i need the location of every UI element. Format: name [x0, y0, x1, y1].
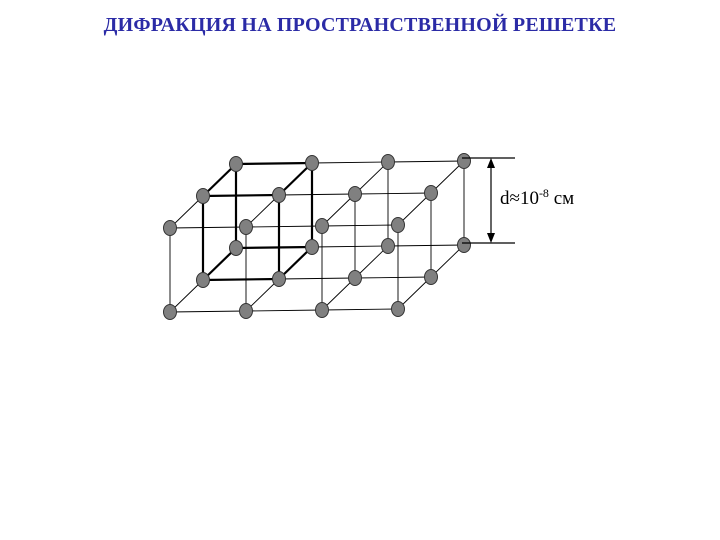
- lattice-bond: [430, 160, 465, 194]
- lattice-bond: [321, 277, 356, 311]
- lattice-bonds: [169, 160, 465, 313]
- lattice-bond: [169, 279, 204, 313]
- lattice-atom: [457, 237, 471, 253]
- unit-cell-bond: [202, 163, 237, 197]
- lattice-spacing-label: d≈10-8 см: [500, 186, 575, 210]
- lattice-bond: [278, 277, 356, 280]
- unit-cell-bond: [235, 245, 313, 250]
- lattice-atom: [381, 154, 395, 170]
- lattice-atom: [391, 301, 405, 317]
- lattice-bond: [245, 278, 280, 312]
- lattice-atom: [381, 238, 395, 254]
- lattice-atom: [239, 303, 253, 319]
- lattice-bond: [245, 225, 323, 228]
- unit-cell-bond: [202, 247, 237, 281]
- lattice-bond: [354, 245, 389, 279]
- lattice-atom: [424, 269, 438, 285]
- lattice-atom: [229, 156, 243, 172]
- lattice-atoms: [163, 153, 471, 320]
- lattice-atom: [348, 270, 362, 286]
- lattice-atom: [163, 220, 177, 236]
- unit-cell-bond: [202, 193, 280, 198]
- lattice-atom: [391, 217, 405, 233]
- lattice-bond: [387, 244, 465, 247]
- lattice-atom: [272, 271, 286, 287]
- lattice-atom: [424, 185, 438, 201]
- highlighted-unit-cell-bonds: [201, 161, 314, 282]
- spacing-exponent: -8: [538, 186, 549, 200]
- lattice-bond: [245, 194, 280, 228]
- approx-sign: ≈: [509, 188, 520, 209]
- lattice-atom: [305, 239, 319, 255]
- lattice-bond: [397, 276, 432, 310]
- lattice-bond: [169, 310, 247, 313]
- lattice-bond: [321, 308, 399, 311]
- lattice-bond: [354, 192, 432, 195]
- lattice-bond: [321, 193, 356, 227]
- spacing-base: 10: [519, 188, 539, 209]
- lattice-bond: [169, 226, 247, 229]
- unit-cell-bond: [235, 161, 313, 166]
- lattice-atom: [196, 272, 210, 288]
- lattice-atom: [457, 153, 471, 169]
- slide-title: ДИФРАКЦИЯ НА ПРОСТРАНСТВЕННОЙ РЕШЕТКЕ: [103, 14, 617, 36]
- lattice-bond: [245, 309, 323, 312]
- lattice-atom: [315, 302, 329, 318]
- lattice-atom: [163, 304, 177, 320]
- spacing-dimension-marker: [462, 157, 515, 244]
- unit-cell-bond: [278, 246, 313, 280]
- dimension-arrowhead-down: [487, 233, 495, 243]
- lattice-atom: [348, 186, 362, 202]
- lattice-bond: [311, 245, 389, 248]
- lattice-bond: [430, 244, 465, 278]
- lattice-bond: [387, 160, 465, 163]
- spacing-symbol: d: [500, 188, 510, 209]
- dimension-arrowhead-up: [487, 158, 495, 168]
- lattice-bond: [169, 195, 204, 229]
- lattice-atom: [229, 240, 243, 256]
- unit-cell-bond: [202, 277, 280, 282]
- lattice-atom: [305, 155, 319, 171]
- lattice-atom: [196, 188, 210, 204]
- lattice-bond: [397, 192, 432, 226]
- lattice-atom: [272, 187, 286, 203]
- lattice-bond: [321, 224, 399, 227]
- lattice-bond: [311, 161, 389, 164]
- unit-cell-bond: [278, 162, 313, 196]
- lattice-bond: [278, 193, 356, 196]
- lattice-bond: [354, 161, 389, 195]
- lattice-atom: [239, 219, 253, 235]
- lattice-bond: [354, 276, 432, 279]
- lattice-atom: [315, 218, 329, 234]
- spacing-unit: см: [553, 188, 575, 209]
